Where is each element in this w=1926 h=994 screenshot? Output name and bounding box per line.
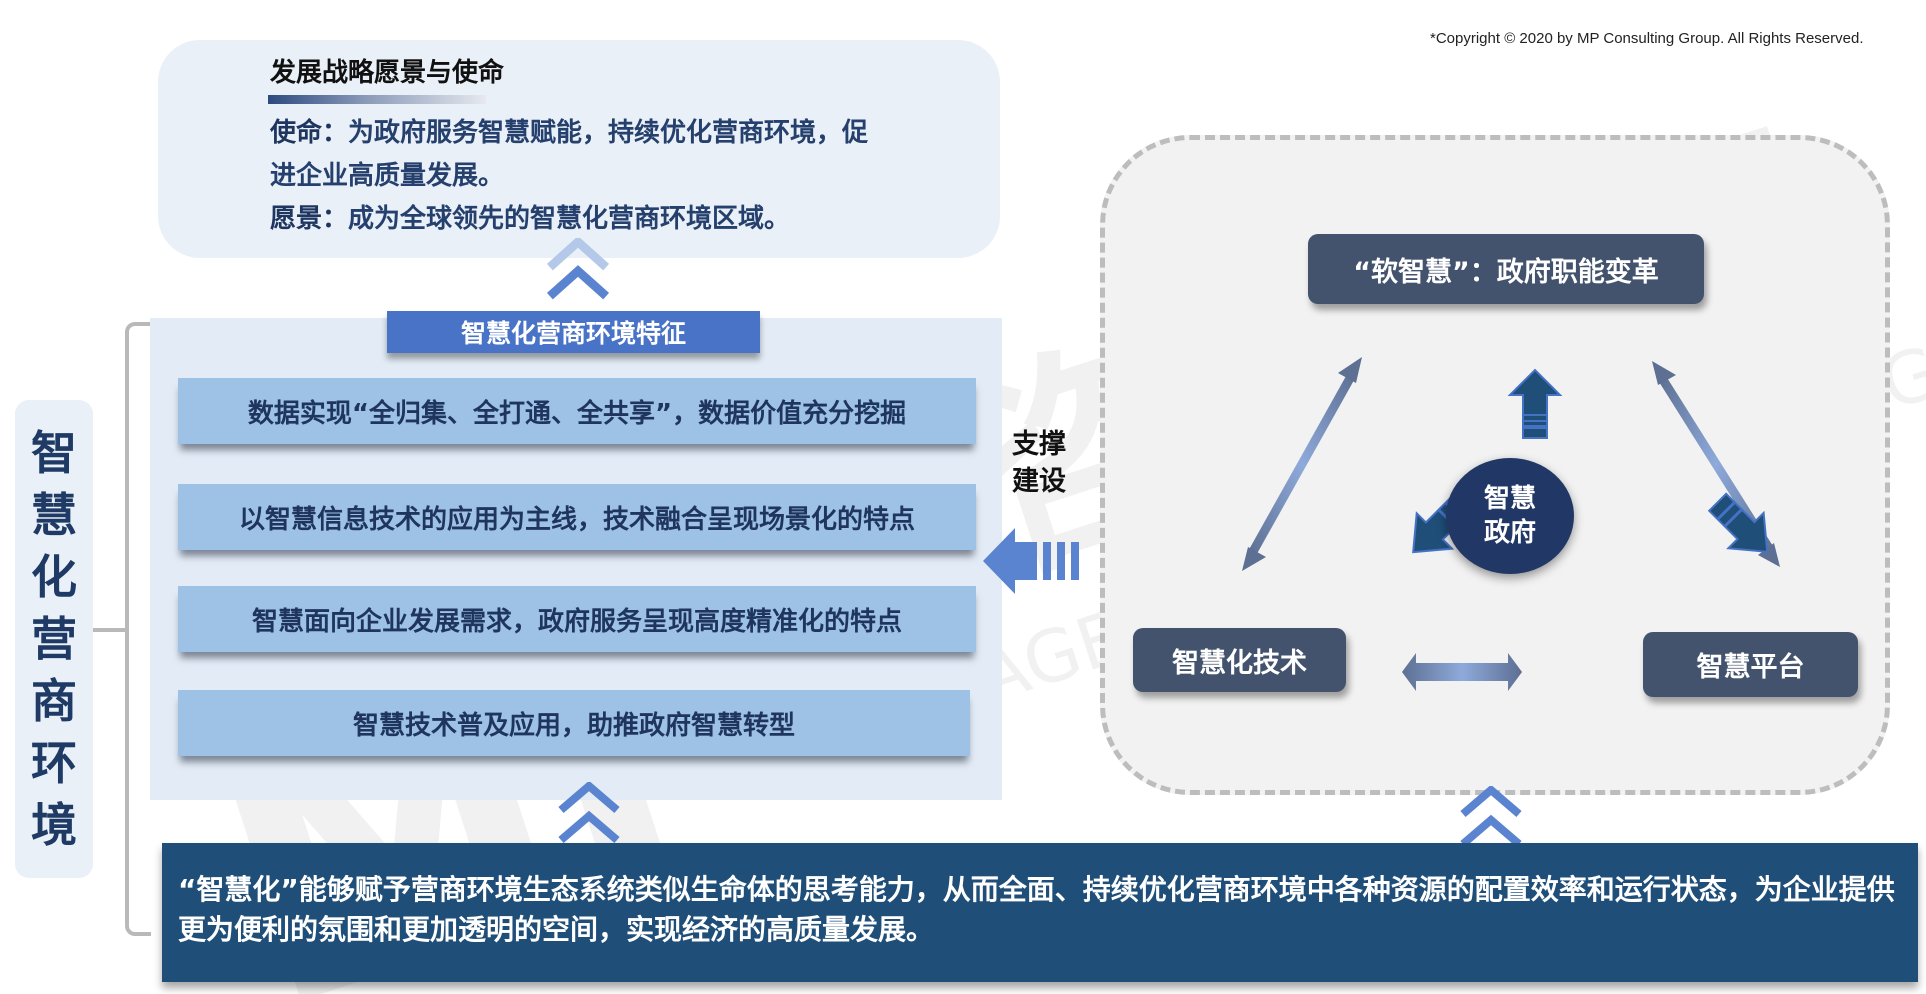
vision-label: 愿景：: [270, 204, 349, 234]
vision-text: 成为全球领先的智慧化营商环境区域。: [348, 204, 791, 234]
support-build-label: 支撑 建设: [1012, 426, 1066, 500]
features-title: 智慧化营商环境特征: [387, 311, 760, 353]
mission-title: 发展战略愿景与使命: [270, 58, 505, 88]
mission-label: 使命：: [270, 118, 349, 148]
bracket-connector: [93, 628, 127, 632]
center-line-1: 智慧: [1483, 484, 1536, 514]
side-label-char: 环: [31, 736, 77, 790]
side-label-char: 营: [31, 612, 77, 666]
mission-line: 使命：为政府服务智慧赋能，持续优化营商环境，促: [270, 112, 868, 149]
double-chevron-up-icon: [558, 782, 620, 844]
center-line-2: 政府: [1483, 518, 1536, 548]
summary-banner: [162, 843, 1918, 982]
arrow-up-icon: [1507, 368, 1563, 439]
side-label-char: 境: [31, 798, 77, 852]
double-chevron-up-icon: [1460, 786, 1522, 848]
vision-line: 愿景：成为全球领先的智慧化营商环境区域。: [270, 198, 790, 235]
node-soft-wisdom: “软智慧”：政府职能变革: [1308, 234, 1704, 304]
side-label-smart-business-environment: 智 慧 化 营 商 环 境: [15, 400, 93, 878]
double-chevron-up-icon: [546, 238, 610, 300]
title-underline-bar: [268, 95, 486, 104]
arrow-down-right-icon: [1707, 492, 1769, 553]
mission-text-continued: 进企业高质量发展。: [270, 161, 505, 191]
mission-text: 为政府服务智慧赋能，持续优化营商环境，促: [348, 118, 869, 148]
side-label-char: 慧: [31, 488, 77, 542]
grouping-bracket: [125, 322, 151, 936]
center-smart-government: 智慧 政府: [1446, 458, 1574, 574]
side-label-char: 化: [31, 550, 77, 604]
mission-line-continued: 进企业高质量发展。: [270, 155, 504, 192]
node-smart-platform: 智慧平台: [1643, 632, 1858, 697]
support-line-2: 建设: [1012, 466, 1066, 497]
node-smart-technology: 智慧化技术: [1133, 628, 1346, 692]
feature-item: 以智慧信息技术的应用为主线，技术融合呈现场景化的特点: [178, 484, 976, 550]
copyright-notice: *Copyright © 2020 by MP Consulting Group…: [1430, 30, 1864, 47]
summary-text: “智慧化”能够赋予营商环境生态系统类似生命体的思考能力，从而全面、持续优化营商环…: [178, 873, 1895, 946]
side-label-char: 智: [31, 426, 77, 480]
feature-item: 数据实现“全归集、全打通、全共享”，数据价值充分挖掘: [178, 378, 976, 444]
arrow-left-icon: [983, 528, 1079, 594]
mission-vision-box: [158, 40, 1000, 258]
double-arrow-icon: [1402, 653, 1522, 691]
feature-item: 智慧面向企业发展需求，政府服务呈现高度精准化的特点: [178, 586, 976, 652]
support-line-1: 支撑: [1012, 429, 1066, 460]
side-label-char: 商: [31, 674, 77, 728]
feature-item: 智慧技术普及应用，助推政府智慧转型: [178, 690, 970, 756]
double-arrow-icon: [1242, 357, 1362, 571]
